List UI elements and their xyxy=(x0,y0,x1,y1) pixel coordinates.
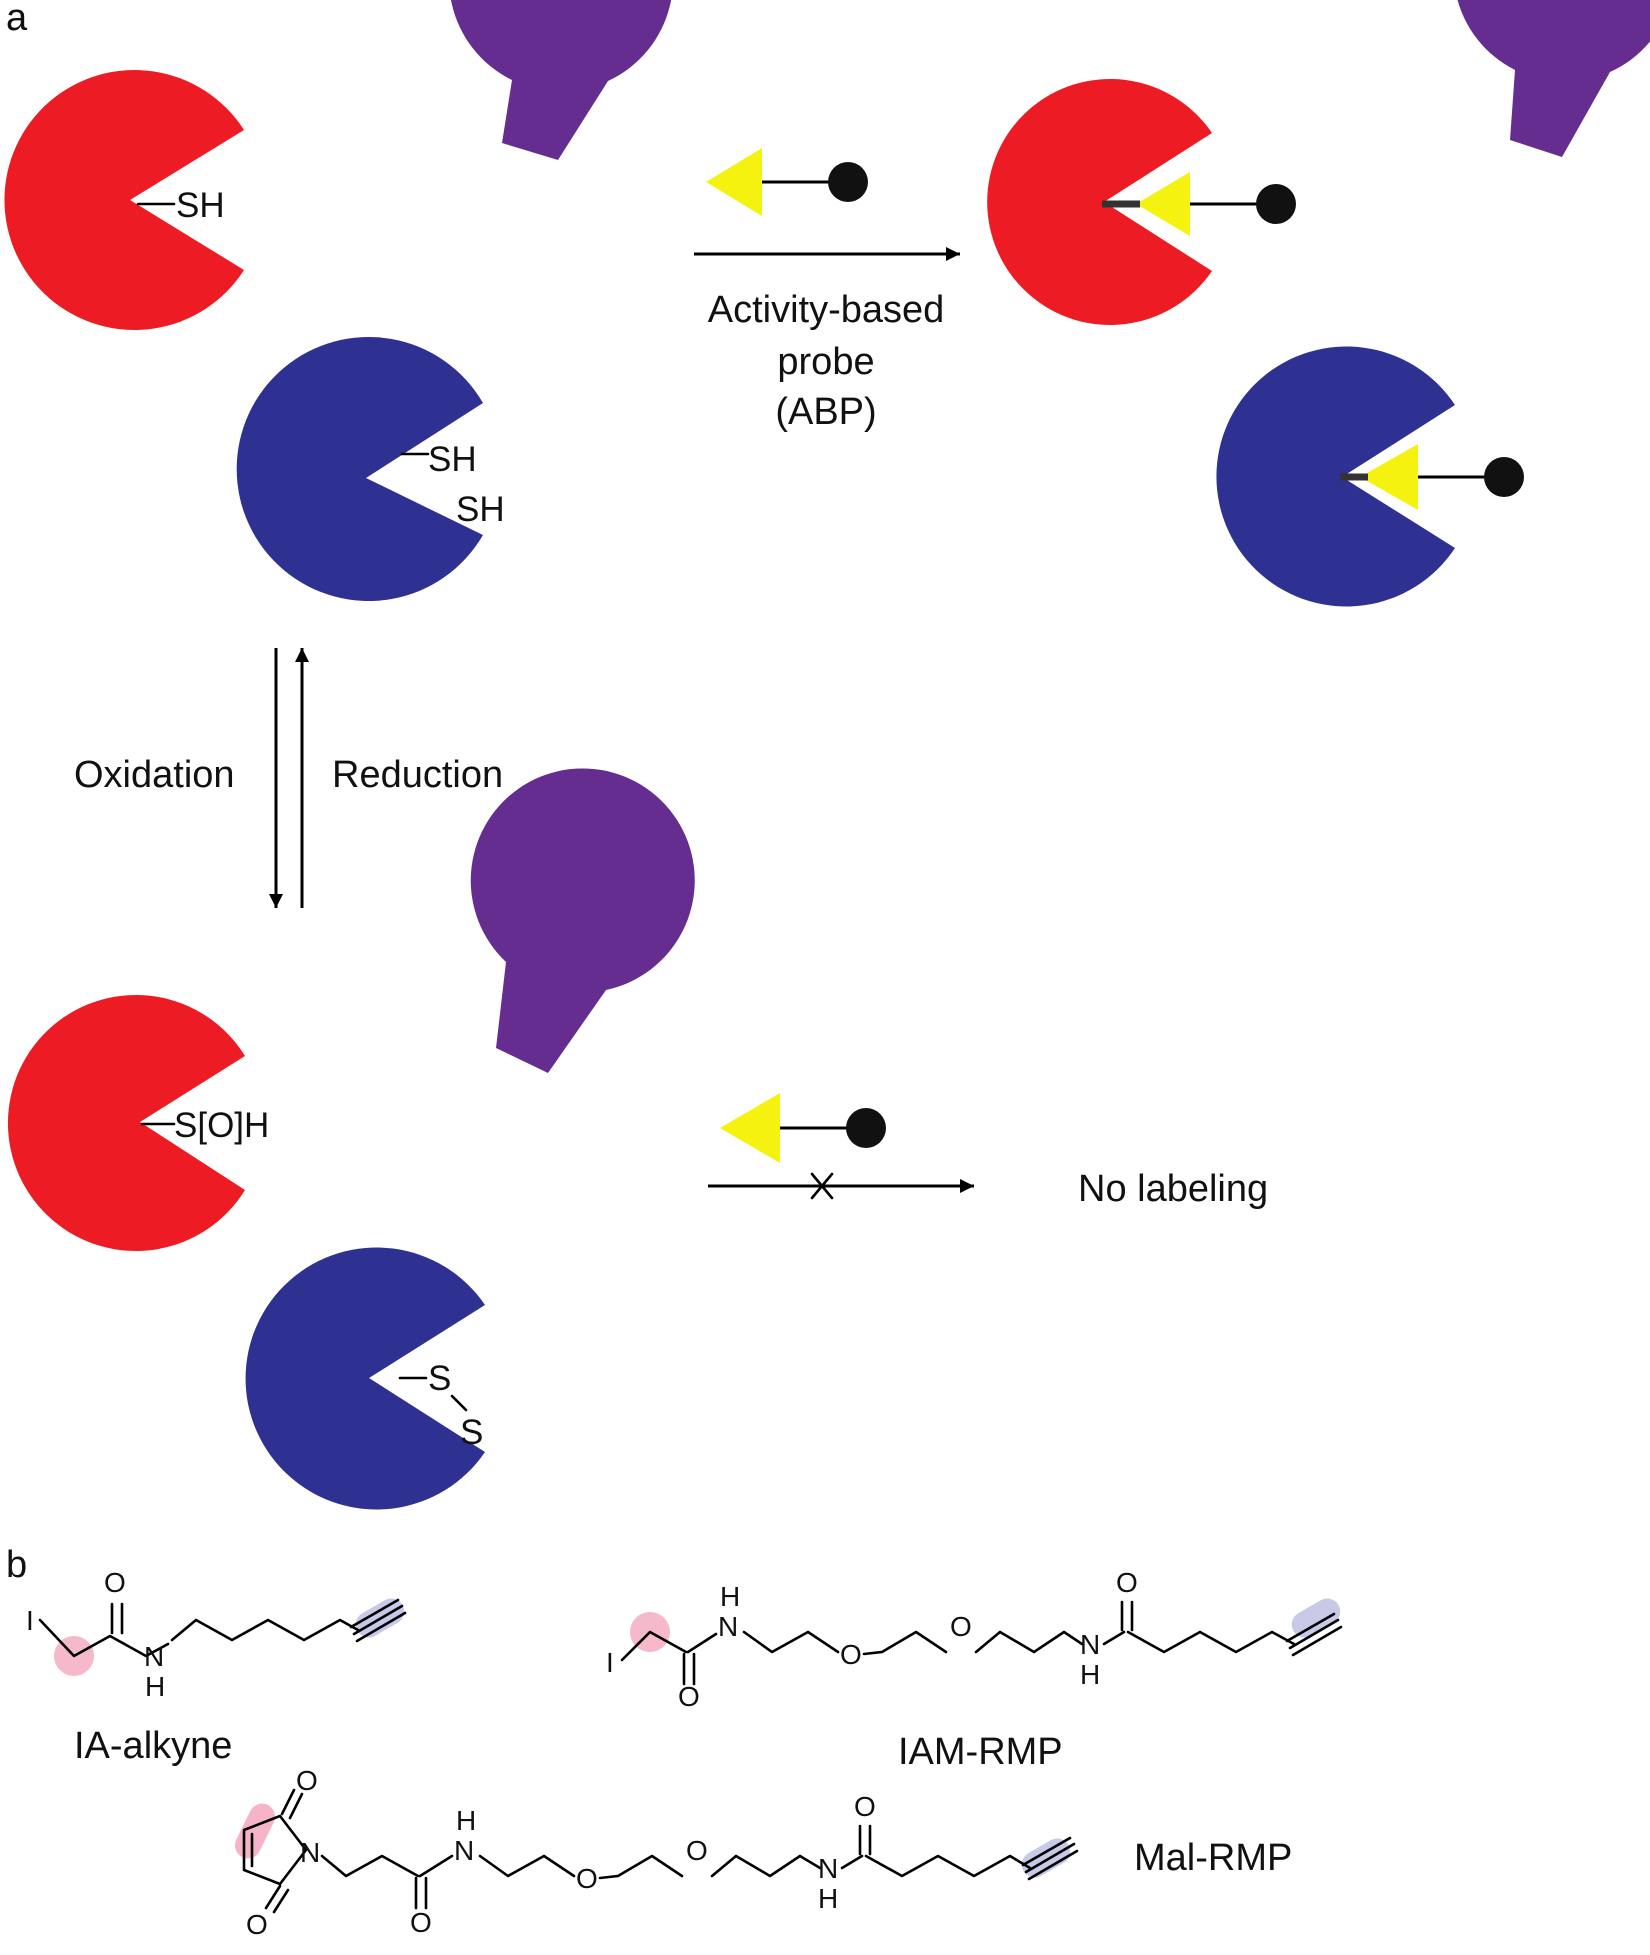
disulfide-bond xyxy=(450,1394,468,1412)
iam-rmp-oxygen-carbonyl-1: O xyxy=(678,1681,700,1712)
mal-rmp-name: Mal-RMP xyxy=(1134,1837,1292,1879)
mal-rmp-oxygen-carbonyl-2: O xyxy=(854,1791,876,1822)
iam-rmp-oxygen-ether-1: O xyxy=(840,1639,862,1670)
probe-warhead-bottom xyxy=(720,1093,780,1163)
probe-arrow-label-line2: probe xyxy=(777,341,874,383)
blocked-mark-stroke-2 xyxy=(810,1172,834,1200)
mal-rmp-hydrogen-1: H xyxy=(456,1805,476,1836)
mal-rmp-oxygen-carbonyl-1: O xyxy=(410,1907,432,1938)
ia-alkyne-oxygen: O xyxy=(104,1567,126,1598)
mal-rmp-hydrogen-2: H xyxy=(818,1883,838,1914)
ia-alkyne-hydrogen: H xyxy=(145,1671,165,1702)
blue-protein-oxidized xyxy=(245,1247,485,1510)
red-top-sh-label: SH xyxy=(176,186,225,225)
blue-labeled-probe-warhead xyxy=(1360,444,1418,510)
ia-alkyne-name: IA-alkyne xyxy=(74,1725,232,1767)
mal-rmp-oxygen-ring-2: O xyxy=(246,1909,268,1940)
mal-rmp-oxygen-ether-1: O xyxy=(576,1863,598,1894)
iam-rmp-oxygen-ether-2: O xyxy=(950,1611,972,1642)
mal-rmp-nitrogen-ring: N xyxy=(300,1837,320,1868)
red-oxidized-soh-label: S[O]H xyxy=(174,1106,269,1145)
disulfide-s1-label: S xyxy=(428,1359,451,1398)
blue-top-sh2-label: SH xyxy=(456,490,505,529)
iam-rmp-hydrogen-1: H xyxy=(720,1581,740,1612)
mal-rmp-oxygen-ring-1: O xyxy=(296,1765,318,1796)
iam-rmp-nitrogen-1: N xyxy=(718,1611,738,1642)
ia-alkyne-nitrogen: N xyxy=(144,1641,164,1672)
red-protein-top xyxy=(4,70,245,331)
blue-labeled-probe-tag xyxy=(1484,457,1524,497)
iam-rmp-structure xyxy=(620,1600,1343,1686)
ia-alkyne-structure xyxy=(38,1598,407,1658)
red-labeled-probe-warhead xyxy=(1136,172,1190,236)
iam-rmp-nitrogen-2: N xyxy=(1080,1629,1100,1660)
panel-b-label: b xyxy=(6,1544,27,1586)
mal-rmp-reactive-highlight xyxy=(234,1803,276,1859)
blue-top-sh1-label: SH xyxy=(428,440,477,479)
oxidation-label: Oxidation xyxy=(74,754,235,796)
iam-rmp-hydrogen-2: H xyxy=(1080,1659,1100,1690)
reduction-label: Reduction xyxy=(332,754,503,796)
disulfide-s2-label: S xyxy=(460,1413,483,1452)
iam-rmp-alkyne-highlight xyxy=(1291,1598,1341,1638)
blue-protein-labeled xyxy=(1216,346,1455,607)
mal-rmp-nitrogen-1: N xyxy=(454,1835,474,1866)
red-protein-oxidized xyxy=(7,995,245,1251)
iam-rmp-oxygen-carbonyl-2: O xyxy=(1116,1567,1138,1598)
blue-protein-top xyxy=(236,337,483,601)
iam-rmp-name: IAM-RMP xyxy=(898,1731,1063,1773)
probe-warhead-top xyxy=(706,148,762,216)
mal-rmp-oxygen-ether-2: O xyxy=(686,1835,708,1866)
panel-a-label: a xyxy=(6,0,28,39)
mal-rmp-structure xyxy=(242,1788,1079,1914)
probe-arrow-label-line3: (ABP) xyxy=(775,391,876,433)
purple-protein-top xyxy=(451,0,672,160)
probe-tag-top xyxy=(828,162,868,202)
purple-protein-top-right xyxy=(1457,0,1650,157)
red-protein-labeled xyxy=(987,78,1212,325)
purple-protein-bottom xyxy=(470,768,695,1073)
ia-alkyne-iodine: I xyxy=(26,1605,34,1636)
iam-rmp-iodine: I xyxy=(606,1647,614,1678)
no-labeling-label: No labeling xyxy=(1078,1168,1268,1210)
probe-tag-bottom xyxy=(846,1108,886,1148)
probe-arrow-label-line1: Activity-based xyxy=(708,289,945,331)
mal-rmp-nitrogen-2: N xyxy=(818,1853,838,1884)
red-labeled-probe-tag xyxy=(1256,184,1296,224)
